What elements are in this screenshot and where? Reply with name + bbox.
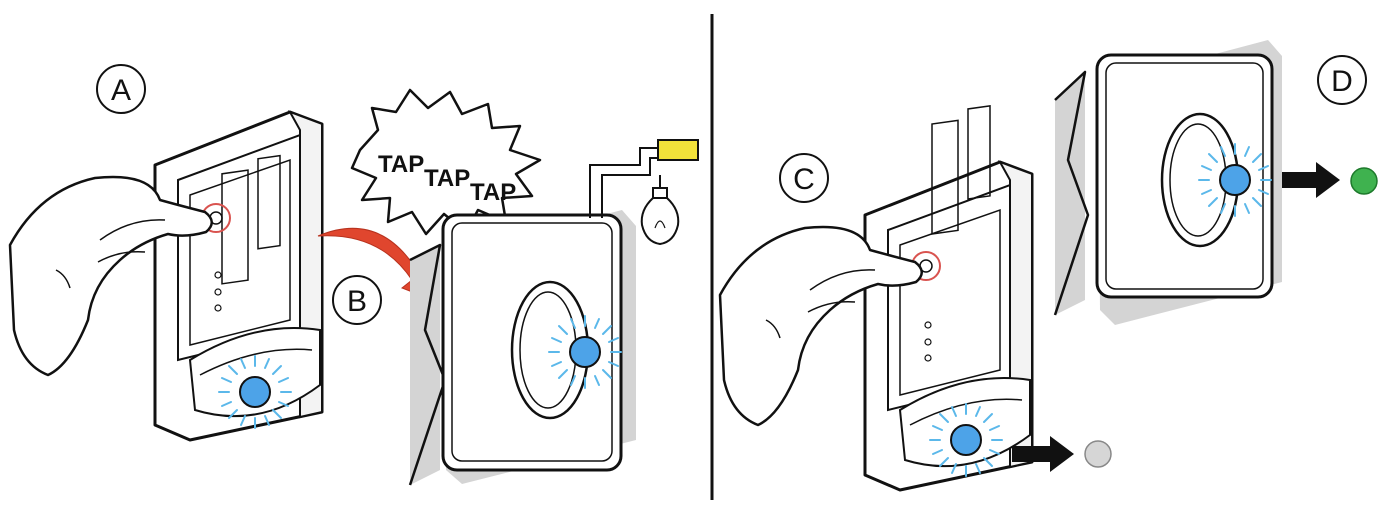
switch-module-icon (865, 106, 1032, 490)
led-indicator-icon (1199, 144, 1271, 216)
svg-text:TAP: TAP (378, 151, 424, 178)
arrow-icon (1282, 162, 1340, 198)
tap-bubble: TAP TAP TAP (352, 90, 540, 234)
svg-text:A: A (111, 74, 131, 107)
svg-text:B: B (347, 285, 367, 318)
led-indicator-icon (219, 356, 291, 428)
wall-switch-icon (410, 210, 636, 485)
step-a-label: A (97, 65, 145, 113)
led-indicator-icon (930, 404, 1002, 476)
svg-text:C: C (793, 163, 815, 196)
step-d-label: D (1318, 56, 1366, 104)
svg-text:D: D (1331, 65, 1353, 98)
step-c-label: C (780, 154, 828, 202)
svg-text:TAP: TAP (470, 179, 516, 206)
status-dot-icon (1085, 441, 1111, 467)
step-b-label: B (333, 276, 381, 324)
status-dot-icon (1351, 168, 1377, 194)
led-indicator-icon (549, 316, 621, 388)
svg-text:TAP: TAP (424, 165, 470, 192)
switch-module-icon (155, 112, 322, 440)
